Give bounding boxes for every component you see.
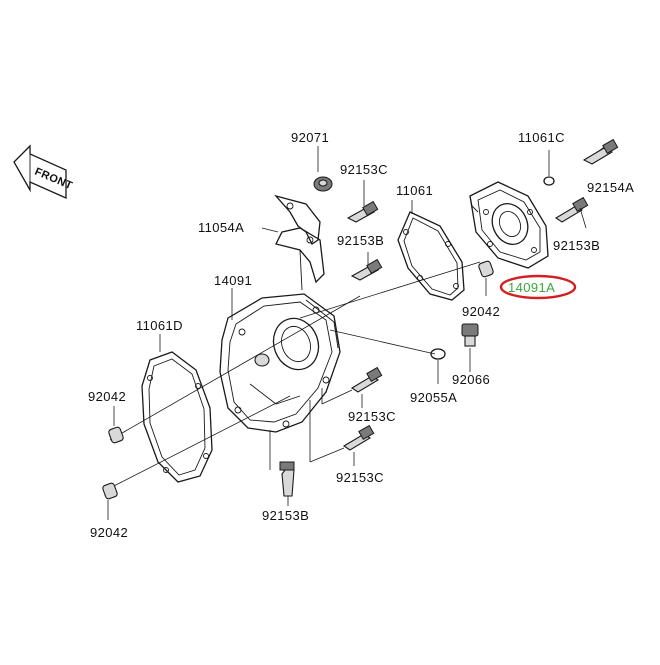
label-92071: 92071 <box>291 130 329 145</box>
front-label: FRONT <box>33 166 74 193</box>
bolt-92154a <box>582 138 619 165</box>
part-14091-main-cover <box>219 288 341 470</box>
highlight-ring <box>499 274 577 300</box>
label-92153c-mid: 92153C <box>348 409 396 424</box>
label-92042-bottom: 92042 <box>90 525 128 540</box>
label-92154a: 92154A <box>587 180 634 195</box>
dowel-92042-left <box>108 406 124 444</box>
part-14091a-cover <box>469 181 549 269</box>
label-92066: 92066 <box>452 372 490 387</box>
bolt-92153b-bottom <box>279 461 295 506</box>
label-92153b-bottom: 92153B <box>262 508 309 523</box>
bolt-92153c-top <box>346 180 379 223</box>
part-11061-gasket <box>397 200 465 301</box>
bolt-92153c-low <box>309 424 375 466</box>
label-92153c-top: 92153C <box>340 162 388 177</box>
bolt-92153b-mid <box>350 252 383 281</box>
dowel-92042-mid <box>478 260 494 296</box>
label-11061: 11061 <box>396 183 433 198</box>
part-11061d-gasket <box>141 334 213 483</box>
bolt-92153b-right <box>554 196 589 229</box>
label-92153c-low: 92153C <box>336 470 384 485</box>
label-92153b-right: 92153B <box>553 238 600 253</box>
label-11061c: 11061C <box>518 130 565 145</box>
label-92055a: 92055A <box>410 390 457 405</box>
part-11061c-washer <box>543 150 555 186</box>
dowel-92042-bottom <box>102 482 118 520</box>
label-92042-left: 92042 <box>88 389 126 404</box>
oring-92055a <box>430 348 446 384</box>
label-92153b-mid: 92153B <box>337 233 384 248</box>
plug-92066 <box>461 323 479 372</box>
part-11054a-bracket <box>261 194 325 291</box>
label-92042-mid: 92042 <box>462 304 500 319</box>
part-92071 <box>313 146 333 192</box>
assembly-axis-lines <box>109 261 481 489</box>
front-arrow-icon: FRONT <box>13 144 74 200</box>
label-11054a: 11054A <box>198 220 244 235</box>
label-14091: 14091 <box>214 273 252 288</box>
label-11061d: 11061D <box>136 318 183 333</box>
label-14091a: 14091A <box>508 280 555 295</box>
bolt-92153c-mid <box>321 366 383 408</box>
